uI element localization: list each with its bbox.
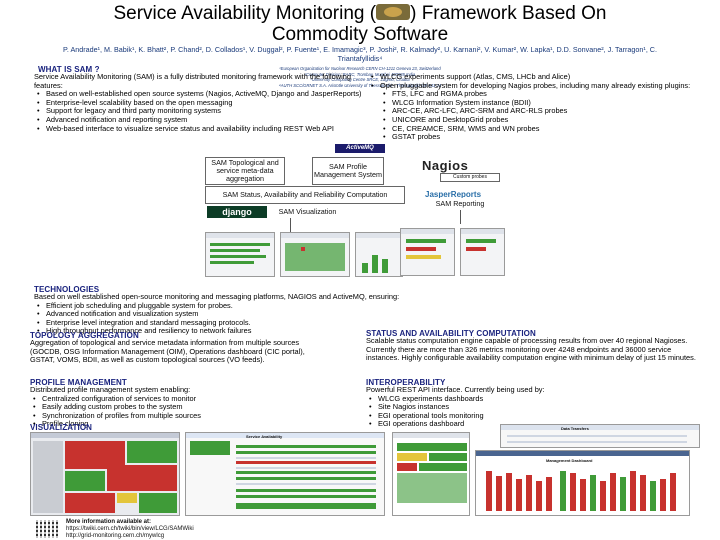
list-item: Based on well-established open source sy… [34, 90, 364, 99]
django-logo: django [207, 206, 267, 218]
visualization-heading: VISUALIZATION [30, 423, 93, 432]
list-item: ARC-CE, ARC-LFC, ARC-SRM and ARC-RLS pro… [380, 107, 698, 116]
shot-label: Service Availability [246, 434, 283, 439]
shot-label: Data Transfers [561, 426, 589, 431]
technologies-section: Based on well established open-source mo… [34, 292, 594, 336]
list-item: Support for legacy and third party monit… [34, 107, 364, 116]
what-heading: WHAT IS SAM ? [38, 65, 100, 74]
list-item: Efficient job scheduling and pluggable s… [34, 301, 594, 311]
screenshot-management-dashboard: Management Dashboard [475, 450, 690, 516]
list-item: UNICORE and DesktopGrid probes [380, 115, 698, 125]
screenshot-matrix [392, 432, 470, 516]
footer-info: More information available at: https://t… [66, 519, 194, 540]
box-reporting: SAM Reporting [420, 198, 500, 210]
technologies-list: Efficient job scheduling and pluggable s… [34, 301, 594, 336]
interop-section: Powerful REST API interface. Currently b… [366, 385, 696, 429]
screenshot-report-2 [460, 228, 505, 276]
profile-list: Centralized configuration of services to… [30, 394, 330, 429]
list-item: GSTAT probes [380, 133, 698, 142]
what-list: Based on well-established open source sy… [34, 90, 364, 133]
what-right-list: WLCG experiments support (Atlas, CMS, LH… [368, 72, 698, 91]
screenshot-service-availability: Service Availability [185, 432, 385, 516]
authors: P. Andrade¹, M. Babik¹, K. Bhatt², P. Ch… [62, 45, 657, 63]
list-item: EGI operational tools monitoring [366, 411, 696, 421]
qr-code-icon [36, 520, 58, 538]
box-custom-probes: Custom probes [440, 173, 500, 182]
list-item: Enterprise-level scalability based on th… [34, 98, 364, 108]
title-line-2: Commodity Software [271, 24, 449, 45]
connector-line [290, 218, 291, 232]
list-item: CE, CREAMCE, SRM, WMS and WN probes [380, 124, 698, 134]
jasper-logo: JasperReports [425, 190, 482, 199]
interop-heading: INTEROPERABILITY [366, 378, 446, 387]
box-status: SAM Status, Availability and Reliability… [205, 186, 405, 204]
title-part-1: Service Availability Monitoring ( [113, 3, 377, 24]
list-item: FTS, LFC and RGMA probes [380, 90, 698, 99]
screenshot-status-grid [280, 232, 350, 277]
interop-intro: Powerful REST API interface. Currently b… [366, 385, 545, 394]
box-profile: SAM Profile Management System [312, 157, 384, 185]
interop-list: WLCG experiments dashboards Site Nagios … [366, 394, 696, 429]
list-item: Centralized configuration of services to… [30, 394, 330, 404]
list-item: Synchronization of profiles from multipl… [30, 411, 330, 421]
profile-heading: PROFILE MANAGEMENT [30, 378, 127, 387]
what-section: Service Availability Monitoring (SAM) is… [34, 72, 364, 133]
shot-label: Management Dashboard [546, 458, 593, 463]
more-info-label: More information available at: [66, 519, 152, 525]
list-item: Profile cloning [30, 420, 330, 429]
box-visualization: SAM Visualization [270, 206, 345, 218]
technologies-heading: TECHNOLOGIES [34, 285, 100, 294]
what-right: WLCG experiments support (Atlas, CMS, LH… [368, 72, 698, 142]
status-text: Scalable status computation engine capab… [366, 336, 696, 363]
nagios-logo: Nagios [422, 158, 469, 173]
list-item: Advanced notification and reporting syst… [34, 115, 364, 125]
affiliation: ³University Computing Centre SRCE, Zagre… [310, 77, 410, 83]
box-topology: SAM Topological and service meta-data ag… [205, 157, 285, 185]
screenshot-data-transfers: Data Transfers [500, 424, 700, 448]
probe-list: FTS, LFC and RGMA probes WLCG Informatio… [380, 90, 698, 142]
list-item: Web-based interface to visualize service… [34, 124, 364, 134]
profile-intro: Distributed profile management system en… [30, 385, 191, 394]
connector-line [460, 210, 461, 224]
status-heading: STATUS AND AVAILABILITY COMPUTATION [366, 329, 536, 338]
list-item: WLCG experiments support (Atlas, CMS, LH… [368, 72, 698, 82]
footer-link[interactable]: http://grid-monitoring.cern.ch/mywlcg [66, 533, 165, 539]
list-item: Open pluggable system for developing Nag… [368, 81, 698, 91]
list-item: Site Nagios instances [366, 403, 696, 412]
poster-title: Service Availability Monitoring ( ) Frame… [40, 3, 680, 45]
affiliations: ¹European Organization for Nuclear Resea… [200, 66, 520, 88]
list-item: WLCG Information System instance (BDII) [380, 98, 698, 108]
screenshot-availability [205, 232, 275, 277]
activemq-logo: ActiveMQ [335, 144, 385, 153]
screenshot-report [400, 228, 455, 276]
topology-heading: TOPOLOGY AGGREGATION [30, 331, 139, 340]
affiliation: ²Computer Division, BARC, Trombay, Mumba… [304, 71, 416, 77]
technologies-intro: Based on well established open-source mo… [34, 292, 400, 301]
title-part-2: ) Framework Based On [410, 3, 607, 24]
what-intro: Service Availability Monitoring (SAM) is… [34, 72, 351, 90]
profile-section: Distributed profile management system en… [30, 385, 330, 429]
footer-link[interactable]: https://twiki.cern.ch/twiki/bin/view/LCG… [66, 526, 194, 532]
list-item: High throughput performance and resilien… [34, 327, 594, 336]
list-item: Easily adding custom probes to the syste… [30, 403, 330, 412]
affiliation: ⁴AUTH SCC/GRNET S.A. Aristotle Universit… [278, 82, 442, 88]
list-item: Enterprise level integration and standar… [34, 318, 594, 328]
screenshot-chart [355, 232, 403, 277]
list-item: WLCG experiments dashboards [366, 394, 696, 404]
affiliation: ¹European Organization for Nuclear Resea… [279, 66, 441, 71]
list-item: Advanced notification and visualization … [34, 310, 594, 319]
sam-logo-icon [376, 3, 411, 20]
list-item: EGI operations dashboard [366, 420, 696, 429]
topology-text: Aggregation of topological and service m… [30, 338, 305, 365]
screenshot-heatmap [30, 432, 180, 516]
